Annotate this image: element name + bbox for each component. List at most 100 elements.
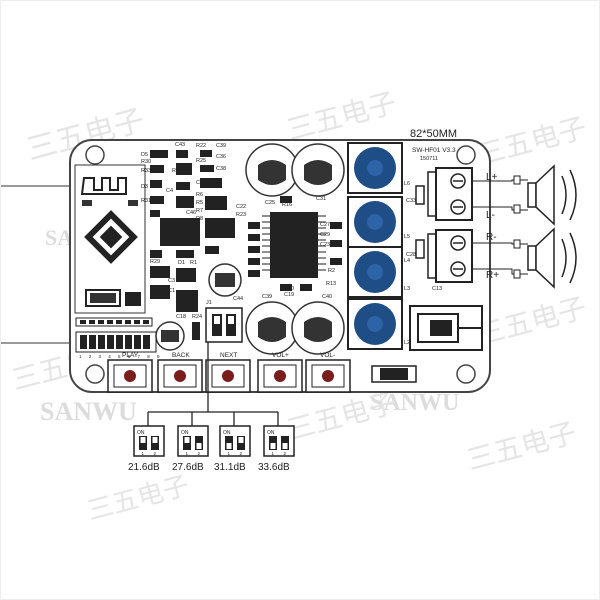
button-vol-minusplus[interactable]: VOL+ xyxy=(257,352,303,393)
dip-pin-2: 2 xyxy=(240,451,243,456)
antenna-trace xyxy=(80,177,127,195)
output-label-right-plus: R+ xyxy=(486,270,499,281)
component-label: C38 xyxy=(216,166,226,172)
inductor-l4-core xyxy=(367,264,383,280)
component-label: C4 xyxy=(166,188,173,194)
dip-lever-2 xyxy=(282,443,288,449)
header-pin-numbers: 1 2 3 4 5 6 7 8 9 xyxy=(79,354,163,359)
component-label: D1 xyxy=(178,260,185,266)
dip-lever-2 xyxy=(152,437,158,443)
button-cap[interactable] xyxy=(222,370,234,382)
output-cap-c28 xyxy=(415,239,425,259)
smd-part xyxy=(205,246,219,254)
smd-part xyxy=(176,268,196,282)
component-label: R22 xyxy=(196,143,206,149)
button-cap[interactable] xyxy=(174,370,186,382)
inductor-l5-core xyxy=(367,214,383,230)
dsp-chip xyxy=(160,218,200,246)
button-label: VOL- xyxy=(320,352,335,359)
button-play[interactable]: PLAY xyxy=(107,352,153,393)
component-label: C46 xyxy=(186,210,196,216)
component-label: C43 xyxy=(175,142,185,148)
component-label: R29 xyxy=(150,259,160,265)
component-label: C18 xyxy=(176,314,186,320)
component-labels-mid: C25 R16 C31 C22 R23 R2 C27 R10 R29 C20 C… xyxy=(150,196,336,302)
module-crystal xyxy=(85,289,121,307)
smd-part xyxy=(176,163,192,175)
dip-lever-2 xyxy=(196,443,202,449)
smd-part xyxy=(176,250,194,258)
electrolytic-capacitors xyxy=(155,143,345,355)
watermark-chinese-6: 三五电子 xyxy=(284,387,400,446)
component-label: R5 xyxy=(196,200,203,206)
speaker-left-icon xyxy=(527,164,577,226)
dip-lever-1 xyxy=(184,437,190,443)
button-cap[interactable] xyxy=(322,370,334,382)
component-label: J1 xyxy=(206,300,212,306)
dip-switch-lever-2 xyxy=(228,316,234,324)
component-label: C33 xyxy=(406,198,416,204)
smd-part xyxy=(205,218,235,238)
dip-on-label: ON xyxy=(267,430,275,436)
component-label: C36 xyxy=(216,154,226,160)
component-label: C44 xyxy=(233,296,243,302)
smd-part xyxy=(200,165,214,172)
dimension-label: 82*50MM xyxy=(410,128,457,140)
component-label: C3 xyxy=(168,278,175,284)
smd-part xyxy=(176,196,194,208)
dip-gain-label: 27.6dB xyxy=(172,462,204,473)
smd-part xyxy=(205,196,227,210)
dip-gain-label: 31.1dB xyxy=(214,462,246,473)
inductors xyxy=(347,142,403,350)
button-back[interactable]: BACK xyxy=(157,352,203,393)
output-cap-c33 xyxy=(415,185,425,205)
component-label: L3 xyxy=(404,286,410,292)
dip-pin-1: 1 xyxy=(142,451,145,456)
button-cap[interactable] xyxy=(274,370,286,382)
smd-part xyxy=(150,180,162,188)
component-label: R31 xyxy=(141,198,151,204)
smd-part xyxy=(150,266,170,278)
dip-pin-2: 2 xyxy=(198,451,201,456)
component-label: C1 xyxy=(168,288,175,294)
dip-pin-2: 2 xyxy=(284,451,287,456)
smd-part xyxy=(150,196,164,204)
button-label: BACK xyxy=(172,352,190,359)
component-label: C39 xyxy=(262,294,272,300)
terminal-block-right xyxy=(427,229,473,283)
dip-on-label: ON xyxy=(181,430,189,436)
component-label: L2 xyxy=(404,340,410,346)
smd-part xyxy=(150,210,160,217)
smd-part xyxy=(150,150,168,158)
button-vol-minus[interactable]: VOL- xyxy=(305,352,351,393)
button-cap[interactable] xyxy=(124,370,136,382)
component-label: R4 xyxy=(172,168,179,174)
watermark-chinese-7: 三五电子 xyxy=(464,417,580,476)
smd-part xyxy=(150,250,162,258)
component-label: C29 xyxy=(320,232,330,238)
dip-switch-slot-2 xyxy=(226,314,236,336)
component-label: R10 xyxy=(183,252,193,258)
component-label: C25 xyxy=(265,200,275,206)
inductor-l2-core xyxy=(367,316,383,332)
output-label-left-plus: L+ xyxy=(486,172,498,183)
wire-connector xyxy=(513,239,521,249)
dip-on-label: ON xyxy=(137,430,145,436)
wire-connector xyxy=(513,204,521,214)
component-label: R2 xyxy=(328,268,335,274)
component-label: C31 xyxy=(316,196,326,202)
capacitor-c25-body xyxy=(258,160,286,185)
dip-gain-label: 21.6dB xyxy=(128,462,160,473)
button-label: NEXT xyxy=(220,352,237,359)
capacitor-c44-body xyxy=(215,273,235,287)
inductor-l6-core xyxy=(367,160,383,176)
button-next[interactable]: NEXT xyxy=(205,352,251,393)
capacitor-c31-body xyxy=(304,160,332,185)
component-label: R8 xyxy=(196,216,203,222)
module-smd-1 xyxy=(82,200,92,206)
component-label: C23 xyxy=(320,242,330,248)
